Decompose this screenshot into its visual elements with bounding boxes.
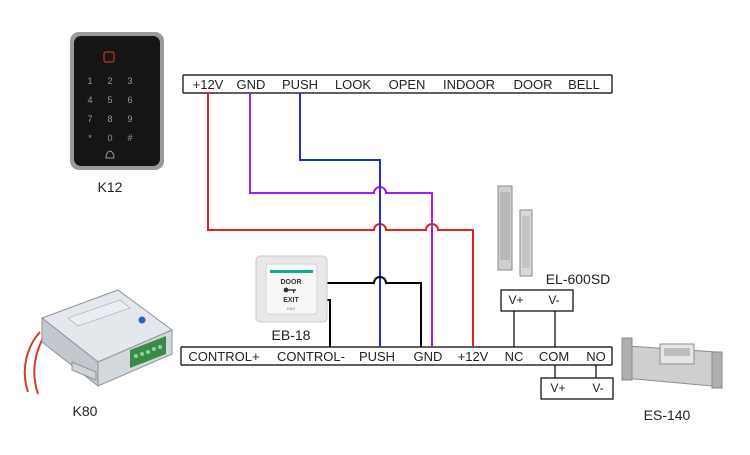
top-terminal-12v: +12V	[193, 77, 224, 92]
key-4: 4	[87, 95, 92, 105]
key-2: 2	[107, 76, 112, 86]
top-terminal-open: OPEN	[389, 77, 426, 92]
exit-wire-gnd	[327, 299, 331, 347]
key-0: 0	[107, 133, 112, 143]
eb18-exit-button: DOOR EXIT RAS	[255, 255, 328, 323]
k80-label: K80	[73, 403, 98, 419]
exit-wire-push	[327, 276, 422, 347]
exit-button-brand: RAS	[287, 306, 296, 311]
es140-label: ES-140	[644, 407, 691, 423]
bottom-terminal-push: PUSH	[359, 349, 395, 364]
lock-wiring	[513, 311, 597, 378]
key-7: 7	[87, 114, 92, 124]
top-terminal-bell: BELL	[568, 77, 600, 92]
key-1: 1	[87, 76, 92, 86]
bell-icon	[105, 150, 115, 159]
es140-electric-strike	[621, 337, 723, 389]
top-terminal-door: DOOR	[514, 77, 553, 92]
strike-v-plus: V+	[550, 381, 565, 395]
bottom-terminal-strip	[180, 346, 613, 366]
maglock-v-minus: V-	[548, 293, 559, 307]
top-terminal-push: PUSH	[282, 77, 318, 92]
key-5: 5	[107, 95, 112, 105]
key-star: *	[88, 133, 92, 143]
maglock-v-plus: V+	[508, 293, 523, 307]
key-icon	[283, 287, 296, 293]
key-9: 9	[127, 114, 132, 124]
power-wire	[207, 93, 474, 347]
bottom-terminal-control-plus: CONTROL+	[188, 349, 259, 364]
bottom-terminal-control-minus: CONTROL-	[277, 349, 345, 364]
exit-button-door-text: DOOR	[281, 279, 302, 286]
key-hash: #	[127, 133, 132, 143]
key-3: 3	[127, 76, 132, 86]
strike-v-minus: V-	[592, 381, 603, 395]
bottom-terminal-com: COM	[539, 349, 569, 364]
bottom-terminal-no: NO	[586, 349, 606, 364]
top-terminal-indoor: INDOOR	[443, 77, 495, 92]
bottom-terminal-gnd: GND	[414, 349, 443, 364]
k12-label: K12	[98, 179, 123, 195]
top-terminal-gnd: GND	[237, 77, 266, 92]
strike-terminals: V+ V-	[540, 377, 614, 400]
exit-button-exit-text: EXIT	[283, 297, 299, 304]
eb18-label: EB-18	[272, 327, 311, 343]
el600sd-label: EL-600SD	[546, 271, 611, 287]
key-8: 8	[107, 114, 112, 124]
el600sd-maglock	[497, 185, 533, 277]
key-6: 6	[127, 95, 132, 105]
top-terminal-look: LOOK	[335, 77, 371, 92]
push-wire	[299, 93, 381, 347]
maglock-terminals: V+ V-	[500, 289, 574, 312]
bottom-terminal-12v: +12V	[458, 349, 489, 364]
k80-power-supply	[23, 289, 173, 395]
bottom-terminal-nc: NC	[505, 349, 524, 364]
top-terminal-strip	[182, 74, 613, 94]
k12-keypad: 1 2 3 4 5 6 7 8 9 * 0 #	[70, 32, 164, 170]
